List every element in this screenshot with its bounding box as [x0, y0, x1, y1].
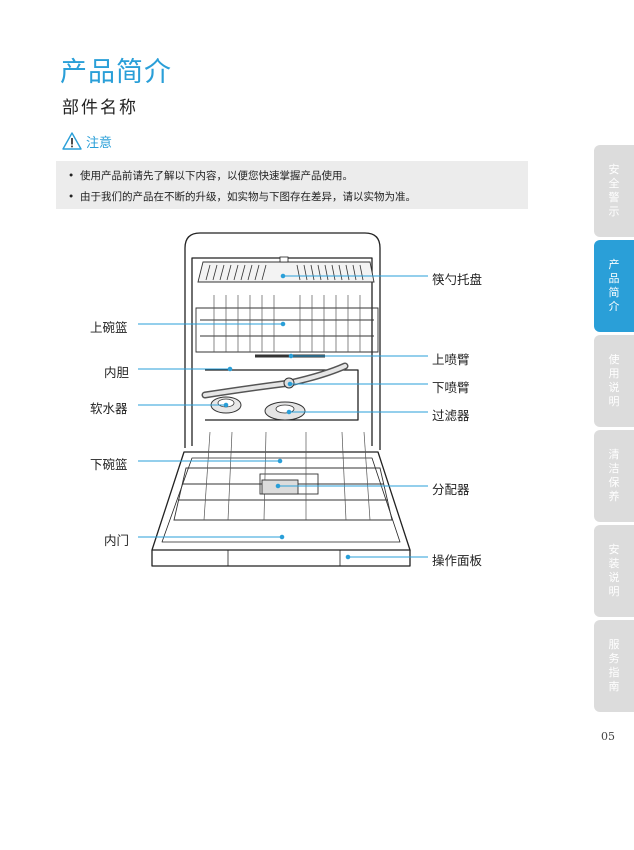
label-cutlery-tray: 筷勺托盘 [432, 272, 483, 287]
notice-text: 由于我们的产品在不断的升级，如实物与下图存在差异，请以实物为准。 [80, 191, 416, 203]
label-water-softener: 软水器 [90, 401, 128, 416]
notice-item: • 由于我们的产品在不断的升级，如实物与下图存在差异，请以实物为准。 [68, 189, 416, 204]
label-inner-door: 内门 [104, 533, 130, 548]
tab-service-guide[interactable]: 服务指南 [594, 620, 634, 712]
tab-char: 介 [608, 300, 620, 313]
tab-char: 安 [608, 163, 620, 176]
tab-cleaning[interactable]: 清洁保养 [594, 430, 634, 522]
label-upper-basket: 上碗篮 [90, 320, 128, 335]
tab-char: 品 [608, 272, 620, 285]
label-inner-tub: 内胆 [104, 365, 130, 380]
tab-char: 说 [608, 571, 620, 584]
bullet: • [68, 191, 75, 203]
tab-char: 明 [608, 585, 620, 598]
tab-char: 南 [608, 680, 620, 693]
tab-usage[interactable]: 使用说明 [594, 335, 634, 427]
label-lower-spray-arm: 下喷臂 [432, 380, 470, 395]
label-control-panel: 操作面板 [432, 553, 483, 568]
tab-char: 服 [608, 638, 620, 651]
notice-text: 使用产品前请先了解以下内容，以便您快速掌握产品使用。 [80, 170, 353, 182]
bullet: • [68, 170, 75, 182]
caution-heading: 注意 [62, 132, 113, 151]
tab-char: 产 [608, 258, 620, 271]
label-upper-spray-arm: 上喷臂 [432, 352, 470, 367]
page-title: 产品简介 [60, 57, 172, 88]
section-title: 部件名称 [62, 98, 138, 118]
tab-char: 指 [608, 666, 620, 679]
tab-char: 使 [608, 353, 620, 366]
tab-char: 明 [608, 395, 620, 408]
tab-char: 保 [608, 476, 620, 489]
tab-char: 养 [608, 490, 620, 503]
tab-char: 全 [608, 177, 620, 190]
tab-char: 务 [608, 652, 620, 665]
tab-char: 用 [608, 367, 620, 380]
tab-char: 警 [608, 191, 620, 204]
label-dispenser: 分配器 [432, 482, 470, 497]
tab-installation[interactable]: 安装说明 [594, 525, 634, 617]
label-lower-basket: 下碗篮 [90, 457, 128, 472]
tab-char: 说 [608, 381, 620, 394]
page-number: 05 [601, 730, 615, 743]
tab-char: 安 [608, 543, 620, 556]
tab-char: 清 [608, 448, 620, 461]
tab-char: 洁 [608, 462, 620, 475]
tab-safety-warning[interactable]: 安全警示 [594, 145, 634, 237]
tab-char: 简 [608, 286, 620, 299]
tab-product-intro[interactable]: 产品简介 [594, 240, 634, 332]
label-filter: 过滤器 [432, 408, 470, 423]
tab-char: 装 [608, 557, 620, 570]
warning-icon [62, 132, 82, 150]
caution-label: 注意 [86, 135, 113, 151]
notice-box: • 使用产品前请先了解以下内容，以便您快速掌握产品使用。 • 由于我们的产品在不断的… [56, 161, 528, 209]
tab-char: 示 [608, 205, 620, 218]
notice-item: • 使用产品前请先了解以下内容，以便您快速掌握产品使用。 [68, 168, 353, 183]
